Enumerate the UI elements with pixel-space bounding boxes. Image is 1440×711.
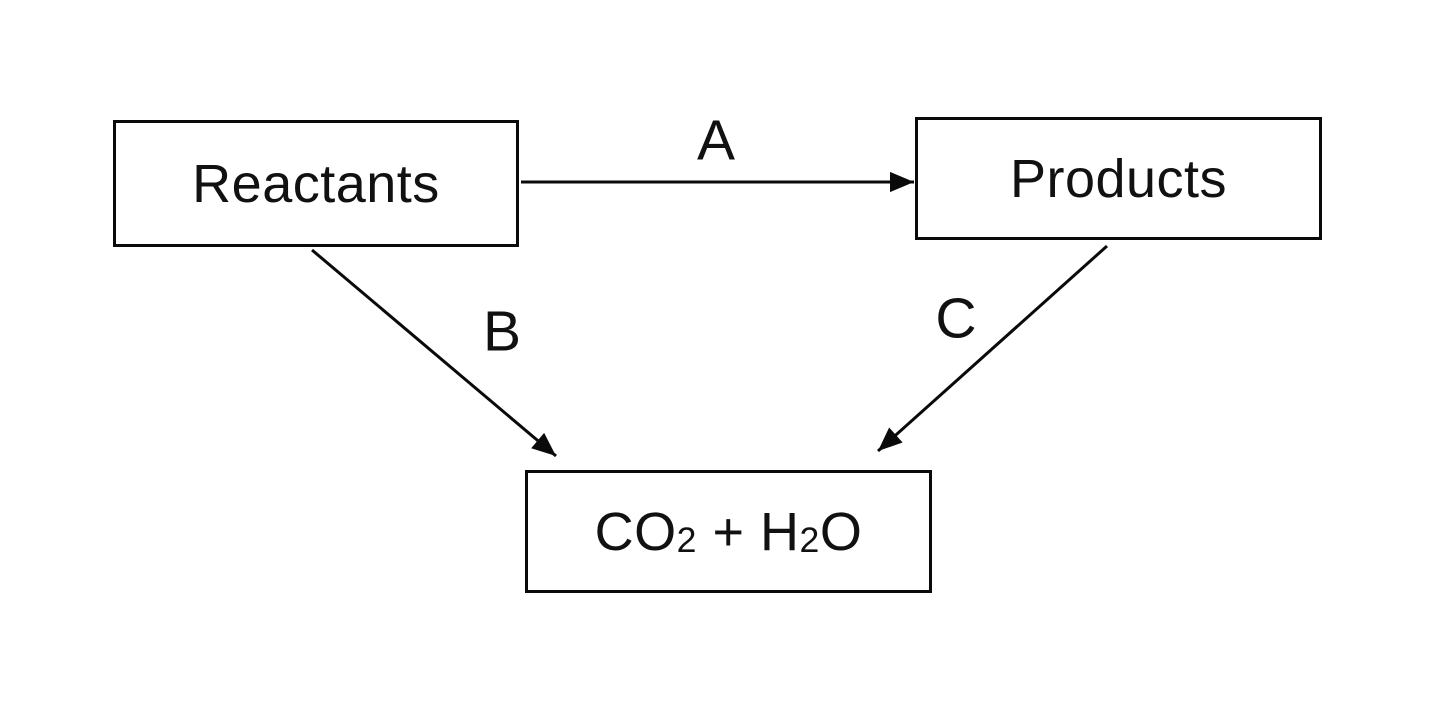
- node-reactants: Reactants: [113, 120, 519, 247]
- edge-label-a: A: [696, 108, 736, 173]
- arrow-c-line: [876, 244, 1109, 453]
- node-co2-h2o: CO2 + H2O: [525, 470, 932, 593]
- edge-label-b: B: [482, 299, 522, 364]
- edge-label-c: C: [935, 286, 977, 351]
- arrow-b-line: [311, 248, 557, 458]
- node-products: Products: [915, 117, 1322, 240]
- node-reactants-label: Reactants: [192, 153, 440, 214]
- node-products-label: Products: [1009, 148, 1228, 209]
- node-co2-h2o-label: CO2 + H2O: [594, 501, 863, 562]
